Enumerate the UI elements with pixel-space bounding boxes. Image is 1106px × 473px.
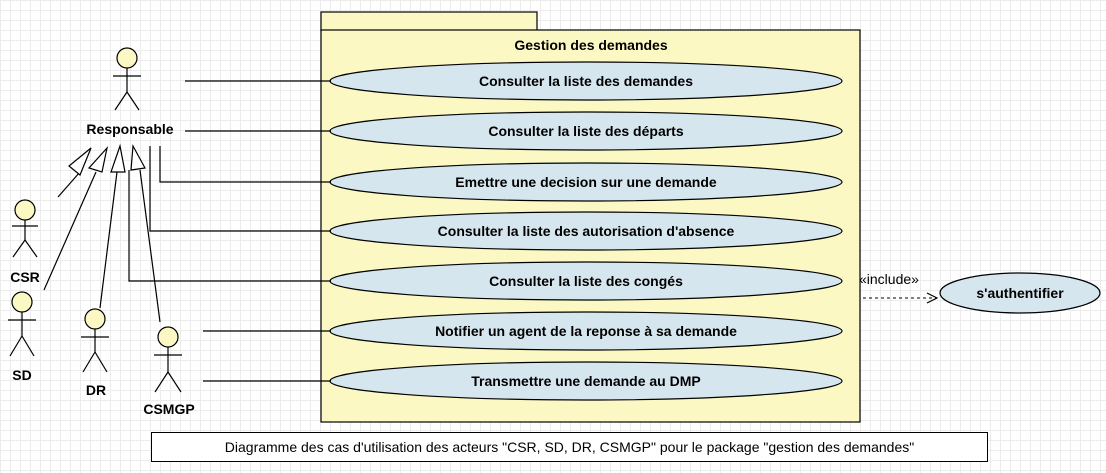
- actor-head-icon: [116, 47, 138, 69]
- actor-head-icon: [14, 199, 36, 221]
- package-tab: [320, 11, 538, 32]
- actor-label: DR: [86, 382, 106, 398]
- actor-dr[interactable]: DR: [81, 308, 109, 398]
- actor-csmgp[interactable]: CSMGP: [143, 326, 195, 417]
- use-case-emettre-decision[interactable]: Emettre une decision sur une demande: [329, 162, 843, 202]
- actor-head-icon: [157, 326, 179, 348]
- association-line: [128, 170, 331, 282]
- actor-head-icon: [11, 291, 33, 313]
- use-case-label: Consulter la liste des autorisation d'ab…: [438, 223, 735, 239]
- actor-label: SD: [12, 367, 31, 383]
- use-case-label: Consulter la liste des départs: [488, 123, 683, 139]
- use-case-label: Notifier un agent de la reponse à sa dem…: [435, 323, 737, 339]
- actor-label: CSR: [10, 269, 40, 285]
- use-case-transmettre-dmp[interactable]: Transmettre une demande au DMP: [329, 361, 843, 401]
- generalization-line-csmgp: [139, 169, 161, 323]
- generalization-arrowhead: [130, 143, 146, 171]
- generalization-arrowhead: [87, 145, 109, 173]
- use-case-label: Transmettre une demande au DMP: [471, 373, 701, 389]
- use-case-consulter-demandes[interactable]: Consulter la liste des demandes: [329, 61, 843, 101]
- association-line: [149, 146, 331, 232]
- use-case-consulter-autorisations[interactable]: Consulter la liste des autorisation d'ab…: [329, 211, 843, 251]
- use-case-label: Emettre une decision sur une demande: [455, 174, 717, 190]
- generalization-arrowhead: [110, 143, 126, 173]
- package-title: Gestion des demandes: [514, 37, 667, 53]
- include-arrowhead: [926, 292, 939, 304]
- actor-head-icon: [84, 308, 106, 330]
- use-case-consulter-departs[interactable]: Consulter la liste des départs: [329, 111, 843, 151]
- generalization-line-csr: [57, 171, 81, 198]
- actor-sd[interactable]: SD: [8, 291, 36, 383]
- diagram-caption: Diagramme des cas d'utilisation des acte…: [151, 432, 988, 462]
- association-line: [159, 146, 331, 183]
- actor-responsable[interactable]: Responsable: [86, 47, 174, 137]
- actor-label: CSMGP: [143, 401, 194, 417]
- use-case-label: Consulter la liste des congés: [489, 273, 683, 289]
- actor-csr[interactable]: CSR: [10, 199, 40, 285]
- generalization-line-dr: [99, 171, 118, 309]
- actor-label: Responsable: [86, 121, 173, 137]
- include-label: «include»: [859, 271, 919, 287]
- use-case-notifier-agent[interactable]: Notifier un agent de la reponse à sa dem…: [329, 311, 843, 351]
- use-case-label: Consulter la liste des demandes: [479, 73, 693, 89]
- generalization-arrowhead: [68, 147, 92, 176]
- use-case-consulter-conges[interactable]: Consulter la liste des congés: [329, 261, 843, 301]
- use-case-s-authentifier[interactable]: s'authentifier: [939, 272, 1101, 314]
- use-case-label: s'authentifier: [976, 285, 1064, 301]
- generalization-line-sd: [43, 171, 97, 291]
